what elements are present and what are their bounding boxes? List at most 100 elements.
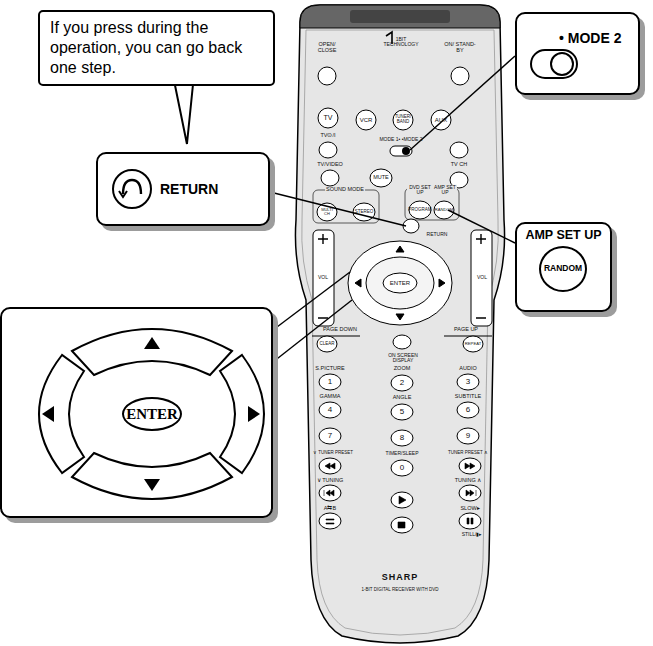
remote-button [370,169,392,187]
button-label: SLOW▸ [460,506,479,512]
transport-symbol [324,463,476,528]
slide-switch-icon [531,50,577,78]
cursor-keys [39,329,264,499]
button-label: MUTE [373,175,389,181]
button-label: RANDOM [435,208,454,212]
button-label: VOL [318,275,328,280]
callout-text: • MODE 2 [559,30,621,46]
remote-button [457,402,479,418]
volume-key [313,230,334,326]
button-label: GAMMA [320,394,341,400]
cursor-key-ring [348,241,452,325]
remote-button [451,67,469,85]
leader-line [270,192,406,226]
remote-button [318,67,336,85]
button-label: SUBTITLE [455,394,481,400]
remote-body [300,5,500,28]
volume-key [471,230,492,326]
cursor-keys [72,453,232,499]
remote-body [295,5,504,643]
button-label: SHARP [382,573,419,582]
cursor-key-ring [366,257,434,309]
remote-body [295,5,504,643]
remote-button [393,335,411,349]
callout-box: RETURN [96,152,270,226]
button-label: PAGE UP [454,327,478,333]
button-label: DVD SET UP [407,185,433,196]
slide-switch-icon [551,53,573,75]
button-label: AUDIO [459,366,476,372]
leader-line [270,56,515,362]
button-label: PROGRAM [408,208,431,213]
button-label: 9 [466,432,470,440]
button-label: AUX [435,117,447,123]
button-label: MULTI CH [319,208,335,216]
cursor-keys [42,406,54,422]
button-label: ANGLE [393,395,412,401]
return-icon [119,191,127,197]
callout-text: RETURN [160,181,218,197]
button-label: STILL/▮▸ [462,532,483,537]
button-label: OPEN/ CLOSE [314,42,340,54]
button-label: 3 [466,378,470,386]
button-label: TV⊙/I [320,133,335,139]
cursor-keys [42,337,260,491]
volume-key [313,230,492,326]
cursor-keys [220,355,264,473]
cursor-key-ring [383,273,417,293]
remote-button [319,428,341,444]
slide-switch-icon [529,48,579,80]
button-label: VCR [360,117,373,123]
button-label: TV/VIDEO [317,162,343,168]
remote-button [353,203,375,221]
remote-button [391,404,413,420]
cursor-keys [39,355,84,473]
callout-text: If you press during the operation, you c… [50,18,263,78]
button-label: SOUND MODE [325,187,365,193]
button-label: 4 [328,406,332,414]
button-label: REPEAT [465,342,481,346]
button-circle: RANDOM [539,246,587,292]
remote-button [459,513,481,529]
remote-button [317,67,483,533]
remote-button [391,375,413,391]
button-label: ZOOM [394,366,411,372]
cursor-key-ring [348,241,452,325]
bubble-tail [175,85,193,144]
button-group-frame [313,190,379,223]
button-label: CLEAR [319,342,334,347]
button-label: STEREO [355,210,374,215]
remote-button [457,428,479,444]
button-label: A⇆B [324,506,336,512]
button-label: PAGE DOWN [323,327,357,333]
remote-body [350,10,450,23]
leader-line [410,56,515,150]
button-label: 1 [328,378,332,386]
transport-symbol [324,463,476,528]
button-label: ON SCREEN DISPLAY [381,353,425,364]
remote-button [463,336,483,352]
button-label: ∨ TUNING [317,478,344,484]
remote-button [409,201,431,219]
cursor-keys [144,337,160,349]
button-label: 7 [328,432,332,440]
button-label: 6 [466,406,470,414]
return-icon [113,170,151,208]
remote-button [431,110,451,130]
remote-button [457,374,479,390]
button-label: 1BIT TECHNOLOGY [381,37,421,48]
remote-button [319,513,341,529]
remote-button [391,460,413,476]
button-label: TUNER/ BAND [394,115,412,124]
button-label: ∨ TUNER PRESET [313,451,353,456]
remote-button [318,108,338,128]
mode-switch [390,146,412,156]
button-label: AMP SET UP [433,185,457,196]
button-label: TUNING ∧ [455,478,482,484]
remote-button [319,142,337,158]
remote-button [319,402,341,418]
button-label: 8 [400,434,404,442]
cursor-keys [248,406,260,422]
callout-box: • MODE 2 [515,12,640,95]
